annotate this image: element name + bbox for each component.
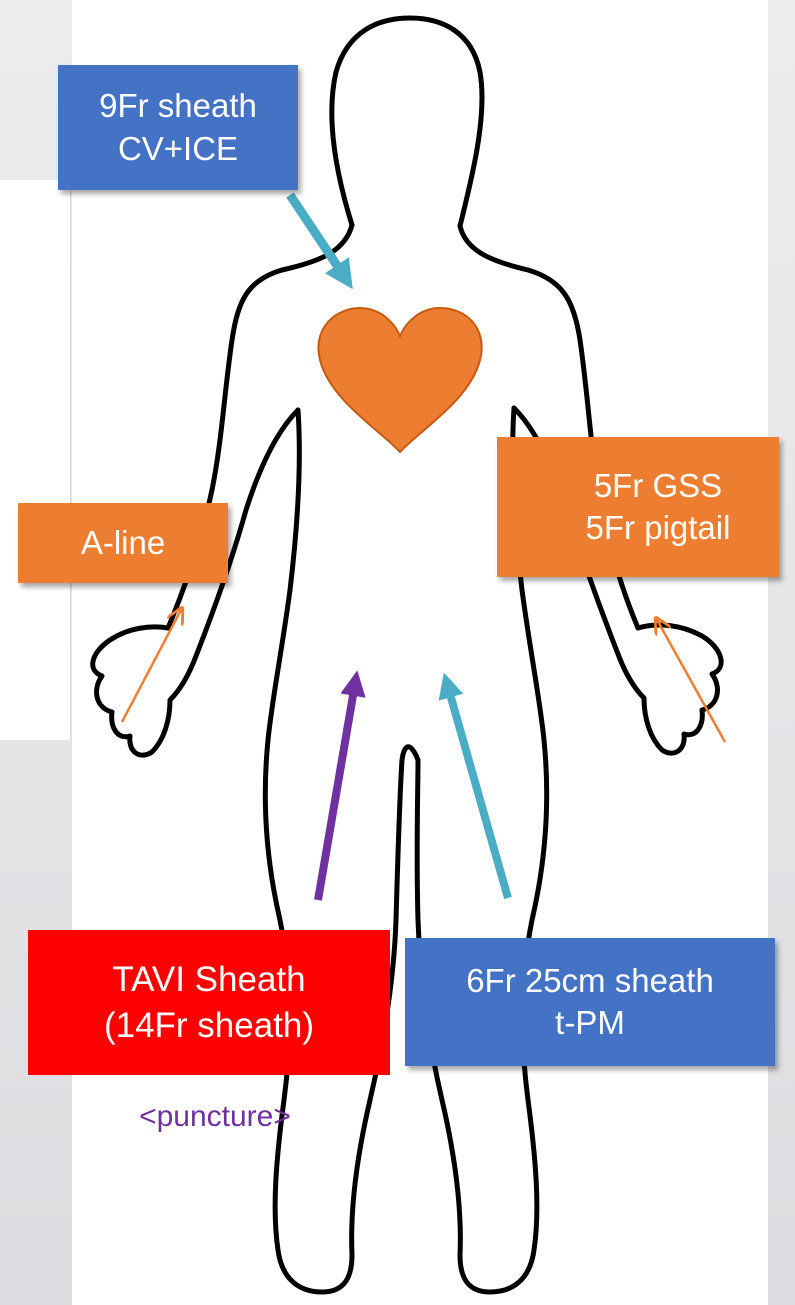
femoral-right-arrow-icon: [318, 678, 356, 900]
tavi-sheath-label: TAVI Sheath (14Fr sheath): [28, 930, 390, 1075]
tavi-line1: TAVI Sheath: [112, 957, 305, 1003]
femoral-left-arrow-icon: [446, 680, 508, 898]
pacing-sheath-label: 6Fr 25cm sheath t-PM: [405, 938, 775, 1066]
radial-left-line2: 5Fr pigtail: [546, 507, 731, 549]
pacing-line1: 6Fr 25cm sheath: [466, 960, 714, 1002]
heart-icon: [318, 308, 481, 452]
radial-left-label: 5Fr GSS 5Fr pigtail: [497, 437, 779, 577]
jugular-access-label: 9Fr sheath CV+ICE: [58, 65, 298, 190]
radial-right-line1: A-line: [81, 522, 165, 564]
jugular-arrow-icon: [290, 195, 348, 282]
jugular-line2: CV+ICE: [118, 128, 238, 170]
jugular-line1: 9Fr sheath: [99, 85, 257, 127]
tavi-line2: (14Fr sheath): [104, 1003, 314, 1049]
puncture-note: <puncture>: [100, 1100, 330, 1134]
pacing-line2: t-PM: [555, 1002, 625, 1044]
radial-right-label: A-line: [18, 503, 228, 583]
radial-left-line1: 5Fr GSS: [554, 465, 722, 507]
